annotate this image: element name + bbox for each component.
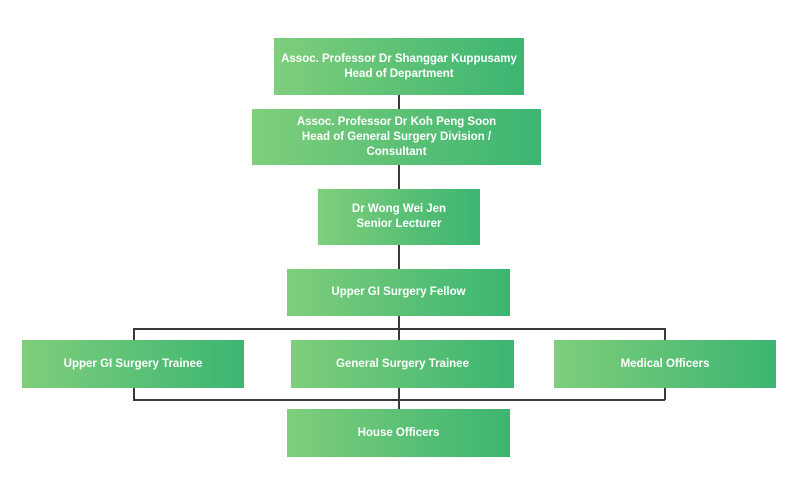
fellow-box: Upper GI Surgery Fellow xyxy=(287,269,510,316)
general-surgery-trainee-title: General Surgery Trainee xyxy=(336,357,469,370)
division-head-role-line2: Consultant xyxy=(366,145,427,158)
connector-line xyxy=(398,95,400,109)
division-head-box: Assoc. Professor Dr Koh Peng Soon Head o… xyxy=(252,109,541,165)
senior-lecturer-box: Dr Wong Wei Jen Senior Lecturer xyxy=(318,189,480,245)
medical-officers-title: Medical Officers xyxy=(620,357,710,370)
upper-gi-trainee-box: Upper GI Surgery Trainee xyxy=(22,340,244,388)
upper-gi-trainee-title: Upper GI Surgery Trainee xyxy=(63,357,203,370)
connector-line xyxy=(398,165,400,189)
fellow-title: Upper GI Surgery Fellow xyxy=(331,286,466,298)
head-name: Assoc. Professor Dr Shanggar Kuppusamy xyxy=(281,52,517,65)
connector-line xyxy=(133,399,665,401)
head-of-department-box: Assoc. Professor Dr Shanggar Kuppusamy H… xyxy=(274,38,524,95)
division-head-name: Assoc. Professor Dr Koh Peng Soon xyxy=(296,115,497,128)
general-surgery-trainee-box: General Surgery Trainee xyxy=(291,340,514,388)
senior-lecturer-name: Dr Wong Wei Jen xyxy=(351,203,447,215)
division-head-role: Head of General Surgery Division / xyxy=(301,130,492,143)
connector-line xyxy=(133,328,665,330)
house-officers-title: House Officers xyxy=(357,426,440,439)
connector-line xyxy=(398,245,400,269)
house-officers-box: House Officers xyxy=(287,409,510,457)
head-role: Head of Department xyxy=(344,67,454,80)
medical-officers-box: Medical Officers xyxy=(554,340,776,388)
senior-lecturer-role: Senior Lecturer xyxy=(356,218,442,230)
